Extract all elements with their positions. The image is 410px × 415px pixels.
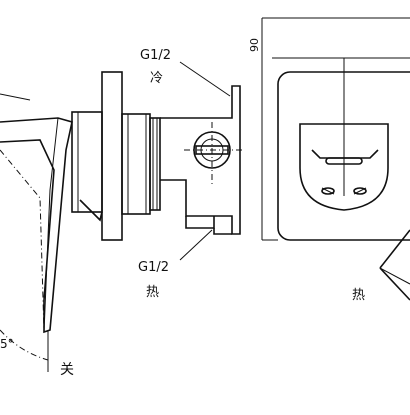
hot-label-right: 热 [352,288,365,303]
valve-body [121,113,161,215]
lever-handle [0,93,73,334]
cold-leader [179,61,231,97]
dimension-90: 90 [248,38,261,52]
g12-label-bottom: G1/2 [138,260,169,275]
wall-plate-side [101,71,123,241]
cold-label: 冷 [150,71,163,86]
angle-arc [0,329,49,361]
hot-label-bottom: 热 [146,285,159,300]
mixing-body [160,85,241,235]
cartridge-body [71,111,103,222]
angle-label: 5° [0,337,14,351]
front-lever-edge-2 [379,267,410,301]
off-label: 关 [60,362,74,378]
g12-label-top: G1/2 [140,48,171,63]
front-lever-edge [379,229,410,269]
front-plate [277,71,410,241]
front-handle [299,123,389,211]
center-port [184,122,242,186]
hot-leader [179,229,213,261]
